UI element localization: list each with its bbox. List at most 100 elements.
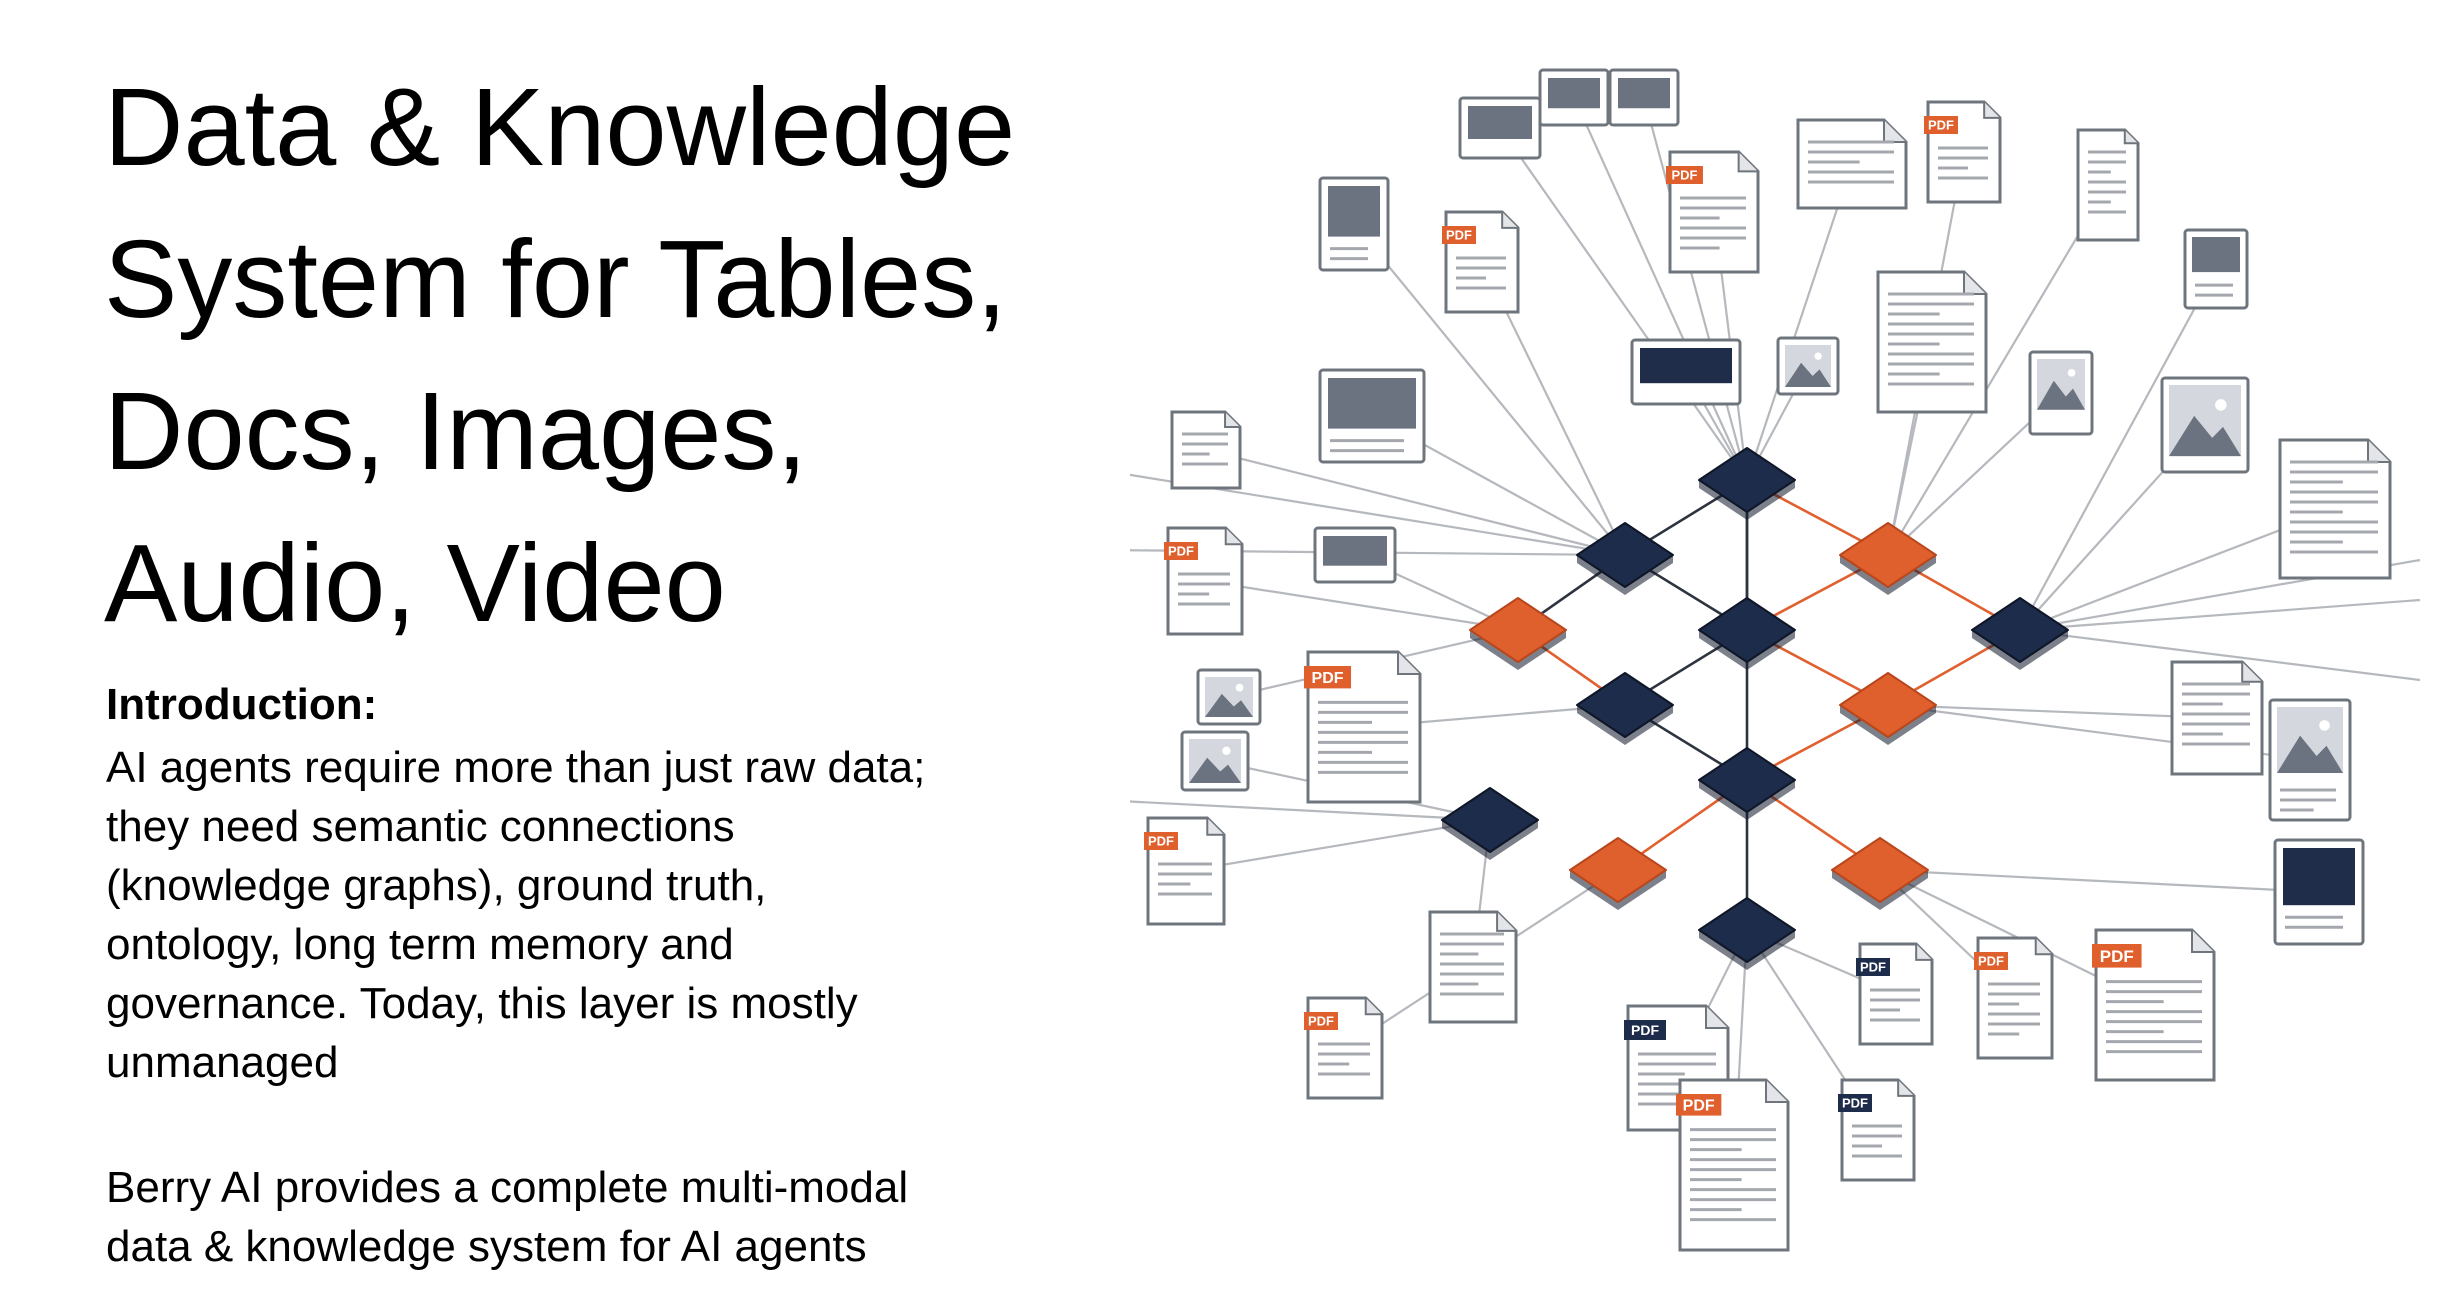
document-fold bbox=[1765, 1080, 1788, 1103]
graph-node-dark bbox=[1698, 897, 1796, 970]
node-face bbox=[1441, 787, 1539, 853]
graph-node-orange bbox=[1839, 522, 1937, 595]
image-mountain bbox=[1205, 693, 1253, 717]
screen-icon bbox=[1608, 68, 1680, 127]
node-face bbox=[1469, 597, 1567, 663]
pdf-badge-bg bbox=[1304, 666, 1352, 689]
pdf-badge-label: PDF bbox=[1671, 168, 1697, 183]
node-face bbox=[1839, 522, 1937, 588]
image-sun bbox=[2319, 720, 2330, 731]
slide-title-line-3: Docs, Images, bbox=[104, 370, 808, 493]
image-icon bbox=[1776, 336, 1840, 396]
pdf-badge-label: PDF bbox=[1168, 544, 1194, 559]
knowledge-graph-diagram: PDF PDF PDF PDF PDF PDF PDF PDF PDF PDF PDF PDF PDF bbox=[1130, 68, 2421, 1252]
connection-line bbox=[1353, 223, 1626, 556]
connection-line bbox=[1185, 818, 1491, 873]
node-face bbox=[1698, 747, 1796, 813]
pdf-badge-label: PDF bbox=[1148, 834, 1174, 849]
pdf-badge-bg bbox=[1304, 1012, 1338, 1030]
intro-line-5: governance. Today, this layer is mostly bbox=[106, 979, 858, 1028]
screen-icon bbox=[1538, 68, 1610, 127]
pdf-badge: PDF bbox=[1924, 116, 1958, 134]
document-page bbox=[1306, 650, 1422, 804]
pdf-badge-label: PDF bbox=[1308, 1014, 1334, 1029]
graph-sources: PDF PDF PDF PDF PDF PDF PDF PDF PDF PDF PDF PDF PDF bbox=[1144, 68, 2392, 1252]
document-fold bbox=[1224, 528, 1242, 546]
pdf-badge: PDF bbox=[1676, 1094, 1722, 1116]
pdf-badge-label: PDF bbox=[1978, 954, 2004, 969]
intro-line-2: they need semantic connections bbox=[106, 802, 735, 851]
graph-node-dark bbox=[1441, 787, 1539, 860]
pdf-badge-label: PDF bbox=[1860, 960, 1886, 975]
connection-line bbox=[1887, 184, 2109, 556]
pdf-badge-label: PDF bbox=[1312, 670, 1344, 687]
closing-paragraph: Berry AI provides a complete multi-modal… bbox=[106, 1158, 1106, 1276]
graph-node-orange bbox=[1569, 837, 1667, 910]
screen-display bbox=[2283, 848, 2355, 906]
connection-line bbox=[1642, 97, 1749, 481]
image-sun bbox=[1814, 352, 1822, 360]
document-icon bbox=[1428, 910, 1518, 1024]
screen-display bbox=[1468, 106, 1532, 139]
slide-title-line-2: System for Tables, bbox=[104, 218, 1007, 341]
pdf-badge-bg bbox=[1838, 1094, 1872, 1112]
closing-line-1: Berry AI provides a complete multi-modal bbox=[106, 1163, 909, 1212]
image-sun bbox=[1235, 683, 1244, 692]
closing-line-2: data & knowledge system for AI agents bbox=[106, 1222, 867, 1271]
document-fold bbox=[1364, 998, 1382, 1016]
image-mountain bbox=[2277, 735, 2343, 773]
image-icon bbox=[2268, 698, 2352, 822]
screen-display bbox=[1328, 378, 1416, 429]
intro-line-1: AI agents require more than just raw dat… bbox=[106, 743, 926, 792]
node-face bbox=[1576, 672, 1674, 738]
image-mountain bbox=[1785, 362, 1831, 387]
pdf-badge: PDF bbox=[1856, 958, 1890, 976]
image-sun bbox=[2215, 399, 2227, 411]
intro-paragraph: AI agents require more than just raw dat… bbox=[106, 738, 1106, 1092]
document-icon: PDF bbox=[1442, 210, 1520, 314]
pdf-badge-bg bbox=[2092, 944, 2142, 968]
document-icon: PDF bbox=[1974, 936, 2054, 1060]
connection-line bbox=[1887, 703, 2218, 720]
pdf-badge-bg bbox=[1676, 1094, 1722, 1116]
image-icon bbox=[1196, 668, 1262, 726]
intro-line-6: unmanaged bbox=[106, 1038, 339, 1087]
connection-line bbox=[1204, 579, 1519, 632]
document-icon bbox=[2170, 660, 2264, 776]
document-icon bbox=[2278, 438, 2392, 580]
document-icon: PDF bbox=[1838, 1078, 1916, 1182]
connection-line bbox=[2019, 268, 2217, 631]
connection-line bbox=[1745, 163, 1854, 481]
pdf-badge-bg bbox=[1856, 958, 1890, 976]
image-sun bbox=[2067, 368, 2076, 377]
graph-node-dark bbox=[1971, 597, 2069, 670]
pdf-badge-bg bbox=[1666, 166, 1703, 184]
pdf-badge: PDF bbox=[2092, 944, 2142, 968]
image-mountain bbox=[2037, 380, 2085, 410]
pdf-badge-label: PDF bbox=[1631, 1022, 1659, 1038]
document-icon bbox=[1796, 118, 1908, 210]
document-icon bbox=[1876, 270, 1988, 414]
screen-icon bbox=[1318, 176, 1390, 272]
pdf-badge: PDF bbox=[1624, 1020, 1666, 1040]
node-face bbox=[1698, 597, 1796, 663]
screen-icon bbox=[1313, 526, 1397, 584]
pdf-badge-bg bbox=[1442, 226, 1476, 244]
document-page bbox=[1876, 270, 1988, 414]
connection-line bbox=[2019, 628, 2421, 682]
pdf-badge-bg bbox=[1624, 1020, 1666, 1040]
connection-line bbox=[1130, 800, 1491, 822]
image-icon bbox=[2160, 376, 2250, 474]
connection-line bbox=[1572, 97, 1749, 481]
document-icon: PDF bbox=[1144, 816, 1226, 926]
document-icon: PDF bbox=[1924, 100, 2002, 204]
image-sun bbox=[1222, 746, 1231, 755]
pdf-badge-label: PDF bbox=[1446, 228, 1472, 243]
slide-title-line-1: Data & Knowledge bbox=[104, 66, 1016, 189]
image-mountain bbox=[1189, 757, 1241, 783]
document-icon: PDF bbox=[2092, 928, 2216, 1082]
connection-line bbox=[1205, 448, 1626, 557]
pdf-badge-label: PDF bbox=[1683, 1097, 1715, 1114]
pdf-badge: PDF bbox=[1144, 832, 1178, 850]
screen-display bbox=[1548, 78, 1600, 109]
